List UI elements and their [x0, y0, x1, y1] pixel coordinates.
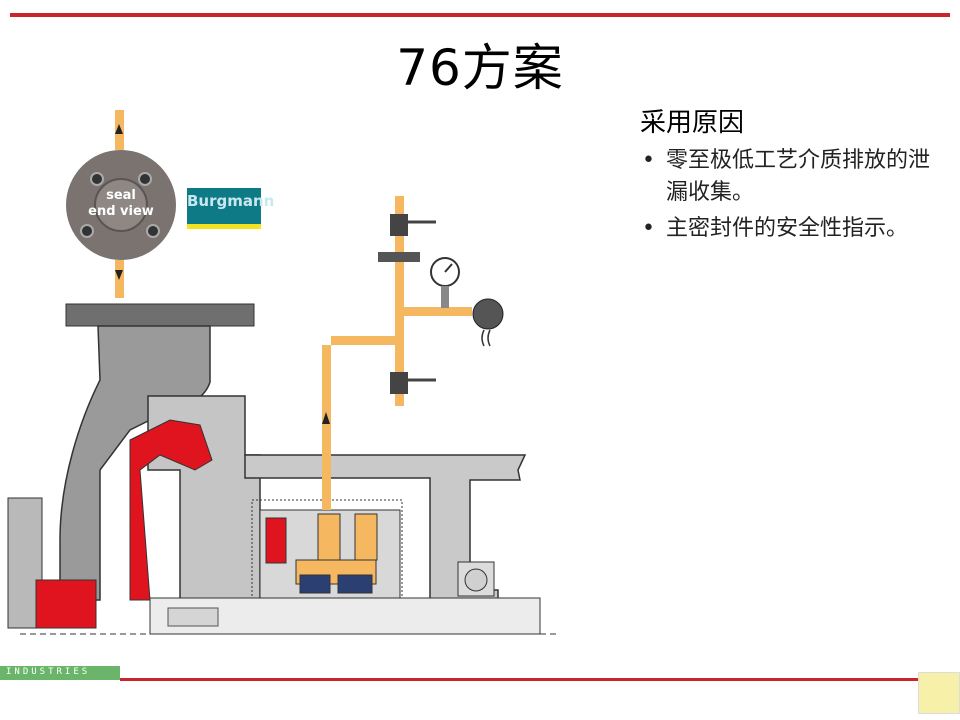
bolt-icon — [90, 172, 104, 186]
seal-face — [66, 150, 176, 260]
bolt-icon — [146, 224, 160, 238]
drain-line-riser — [395, 196, 404, 406]
drain-line-vertical — [322, 345, 331, 510]
bolt-icon — [80, 224, 94, 238]
seal-view-label-line1: seal — [106, 188, 136, 203]
bolt-icon — [138, 172, 152, 186]
orifice-flange — [378, 252, 420, 262]
seal-view-label-line2: end view — [88, 204, 154, 219]
footer-line — [120, 678, 960, 681]
logo-yellow-bar — [187, 224, 261, 229]
top-rule — [10, 13, 950, 17]
valve-icon — [390, 214, 408, 236]
seal-hub — [94, 178, 148, 232]
burgmann-logo: Burgmann — [187, 188, 275, 229]
panel-heading: 采用原因 — [640, 108, 745, 138]
bullet-text: 主密封件的安全性指示。 — [666, 216, 909, 241]
valve-icon — [390, 372, 408, 394]
reasons-panel: 采用原因 • 零至极低工艺介质排放的泄漏收集。 • 主密封件的安全性指示。 — [640, 102, 940, 249]
secondary-seal-ring — [337, 574, 373, 594]
seal-view-label: seal end view — [66, 188, 176, 220]
switch-wires — [481, 329, 491, 347]
top-flange — [65, 303, 255, 327]
switch-branch — [404, 307, 472, 316]
gauge-needle — [444, 263, 453, 273]
bullet-icon: • — [642, 148, 655, 173]
impeller-red — [35, 579, 97, 629]
spring-right — [354, 513, 378, 561]
corner-box — [918, 672, 960, 714]
logo-text: Burgmann — [187, 192, 275, 210]
shaft-thread — [167, 607, 219, 627]
footer-brand: INDUSTRIES — [6, 667, 91, 677]
spring-left — [317, 513, 341, 561]
pressure-switch-icon — [472, 298, 504, 330]
seal-red-element — [129, 419, 213, 601]
primary-seal-ring — [299, 574, 331, 594]
page-title: 76方案 — [396, 39, 564, 97]
arrow-up-icon — [115, 124, 123, 134]
pump-casing — [59, 325, 211, 601]
seal-end-view: seal end view — [66, 150, 176, 260]
footer-logo: INDUSTRIES — [0, 666, 120, 680]
arrow-up-icon — [322, 412, 330, 424]
vent-pipe-bottom — [115, 260, 124, 298]
bearing-ball — [464, 568, 488, 592]
seal-ring-red — [265, 517, 287, 564]
footer-band — [0, 665, 960, 685]
reasons-list: • 零至极低工艺介质排放的泄漏收集。 • 主密封件的安全性指示。 — [640, 145, 940, 245]
list-item: • 主密封件的安全性指示。 — [640, 213, 940, 245]
bullet-icon: • — [642, 216, 655, 241]
arrow-down-icon — [115, 270, 123, 280]
gauge-stem — [441, 286, 449, 308]
bullet-text: 零至极低工艺介质排放的泄漏收集。 — [666, 148, 931, 205]
drain-line-bend — [322, 336, 400, 354]
list-item: • 零至极低工艺介质排放的泄漏收集。 — [640, 145, 940, 209]
